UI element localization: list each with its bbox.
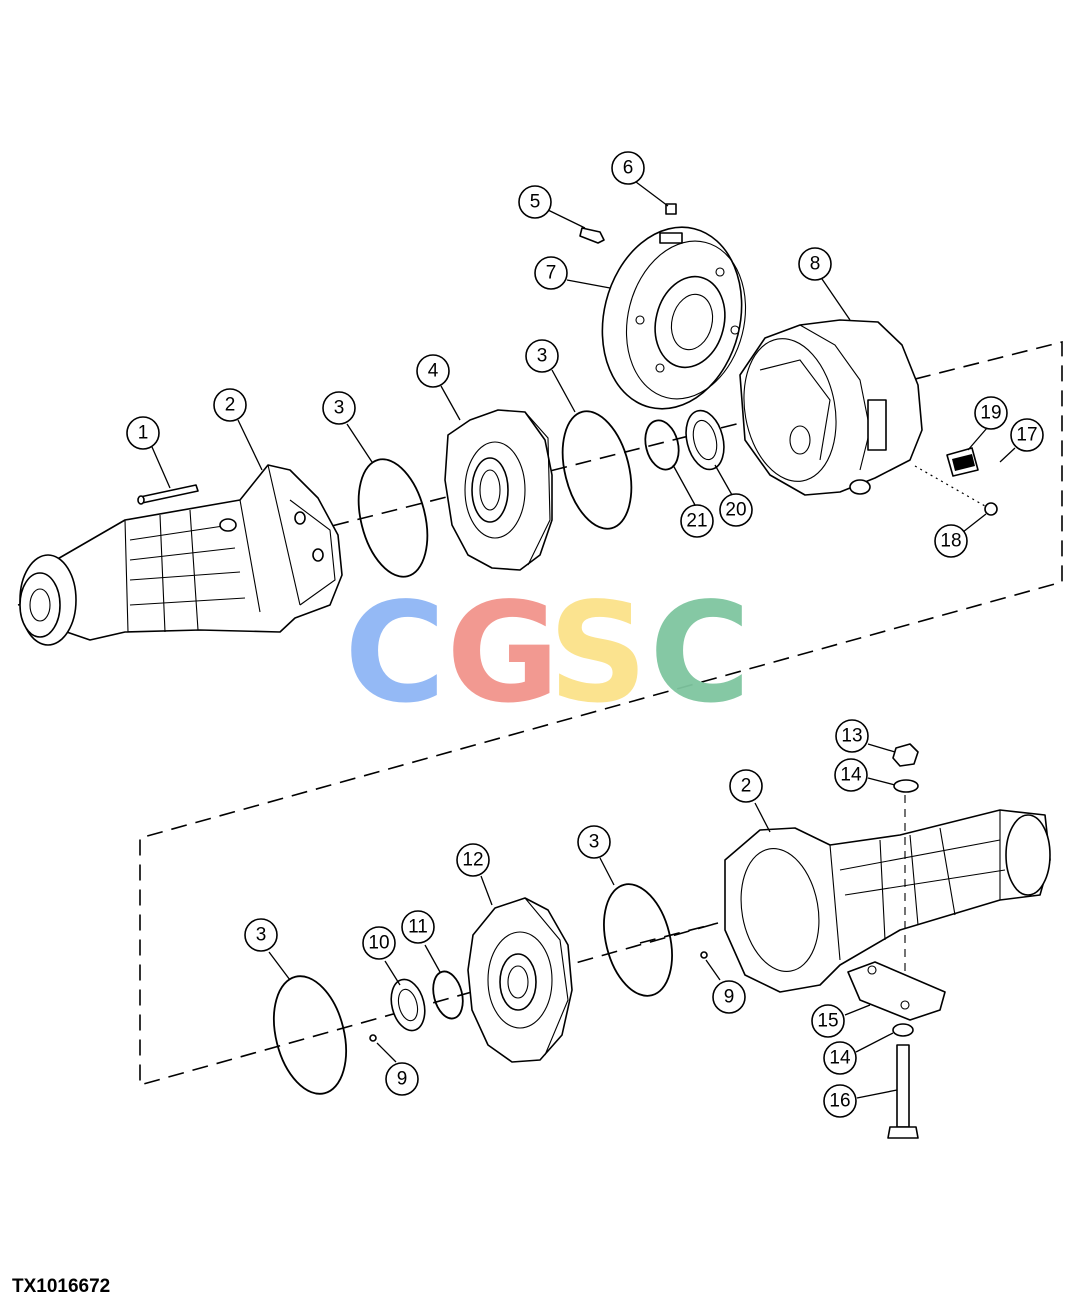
callout-15: 15 <box>811 1004 845 1038</box>
watermark-letter-4: C <box>649 573 750 734</box>
part-17-leader <box>914 465 986 507</box>
part-20-seal <box>685 409 725 471</box>
part-21-snap-ring <box>644 419 680 471</box>
callout-18: 18 <box>934 524 968 558</box>
part-3-o-ring-b <box>561 410 633 530</box>
part-8-case <box>739 319 923 496</box>
part-14-washer-b <box>892 1023 914 1037</box>
svg-text:13: 13 <box>841 726 862 747</box>
callout-3-b: 3 <box>525 339 559 373</box>
svg-text:10: 10 <box>368 933 389 954</box>
svg-text:4: 4 <box>428 361 439 382</box>
part-9-ball-a <box>369 1034 377 1042</box>
callout-1: 1 <box>126 416 160 450</box>
callout-17: 17 <box>1010 418 1044 452</box>
svg-text:5: 5 <box>530 192 541 213</box>
part-9-ball-b <box>700 951 708 959</box>
svg-text:9: 9 <box>724 987 735 1008</box>
callout-19: 19 <box>974 396 1008 430</box>
callout-21: 21 <box>680 504 714 538</box>
svg-text:21: 21 <box>686 511 707 532</box>
callout-4: 4 <box>416 354 450 388</box>
part-16-bolt <box>887 1044 919 1139</box>
watermark: C G S C <box>344 573 750 734</box>
part-3-o-ring-c <box>273 975 347 1095</box>
svg-text:19: 19 <box>980 403 1001 424</box>
part-3-o-ring-a <box>357 458 429 578</box>
part-4-cover <box>444 409 553 571</box>
svg-text:14: 14 <box>829 1048 851 1069</box>
part-2-housing-lower <box>724 809 1051 993</box>
svg-text:1: 1 <box>138 423 149 444</box>
part-7-pump <box>601 226 747 410</box>
svg-text:11: 11 <box>408 917 428 938</box>
svg-text:15: 15 <box>817 1011 838 1032</box>
callout-14-b: 14 <box>823 1041 857 1075</box>
callout-7: 7 <box>534 256 568 290</box>
part-11-snap-ring <box>432 970 464 1020</box>
svg-text:12: 12 <box>462 850 483 871</box>
svg-text:18: 18 <box>940 531 961 552</box>
part-6-plug <box>665 203 677 215</box>
svg-text:20: 20 <box>725 500 746 521</box>
svg-text:3: 3 <box>256 925 267 946</box>
part-18-nut <box>984 502 998 516</box>
figure-id: TX1016672 <box>12 1276 111 1297</box>
part-10-seal <box>390 978 426 1032</box>
leader-lines <box>151 181 1016 1099</box>
callout-6: 6 <box>611 151 645 185</box>
assembly-path <box>17 340 1063 1087</box>
part-12-cover <box>467 897 573 1063</box>
part-19-label <box>946 447 979 477</box>
callout-10: 10 <box>362 926 396 960</box>
svg-text:17: 17 <box>1016 425 1037 446</box>
callout-3-d: 3 <box>577 825 611 859</box>
svg-text:16: 16 <box>829 1091 850 1112</box>
watermark-letter-3: S <box>548 573 647 734</box>
part-5-bolt <box>579 227 605 244</box>
part-2-housing-upper <box>19 464 343 646</box>
svg-text:2: 2 <box>225 395 236 416</box>
callout-16: 16 <box>823 1084 857 1118</box>
part-14-washer-a <box>893 779 919 793</box>
svg-text:7: 7 <box>546 263 557 284</box>
part-15-bracket <box>847 961 946 1021</box>
svg-text:3: 3 <box>589 832 600 853</box>
svg-text:9: 9 <box>397 1069 408 1090</box>
callout-2-lower: 2 <box>729 769 763 803</box>
callout-9-b: 9 <box>712 980 746 1014</box>
callout-2-upper: 2 <box>213 388 247 422</box>
callout-9-a: 9 <box>385 1062 419 1096</box>
callout-8: 8 <box>798 247 832 281</box>
callout-20: 20 <box>719 493 753 527</box>
callout-3-c: 3 <box>244 918 278 952</box>
watermark-letter-2: G <box>446 573 559 734</box>
svg-text:3: 3 <box>537 346 548 367</box>
callout-11: 11 <box>401 910 435 944</box>
part-3-o-ring-d <box>603 883 673 997</box>
callout-3-a: 3 <box>322 391 356 425</box>
callout-13: 13 <box>835 719 869 753</box>
part-1-pin <box>137 484 199 505</box>
callout-14-a: 14 <box>834 758 868 792</box>
callout-12: 12 <box>456 843 490 877</box>
callout-5: 5 <box>518 185 552 219</box>
svg-text:2: 2 <box>741 776 752 797</box>
svg-text:3: 3 <box>334 398 345 419</box>
svg-text:6: 6 <box>623 158 634 179</box>
svg-text:8: 8 <box>810 254 821 275</box>
part-13-nut <box>892 743 919 767</box>
svg-text:14: 14 <box>840 765 862 786</box>
watermark-letter-1: C <box>344 573 445 734</box>
